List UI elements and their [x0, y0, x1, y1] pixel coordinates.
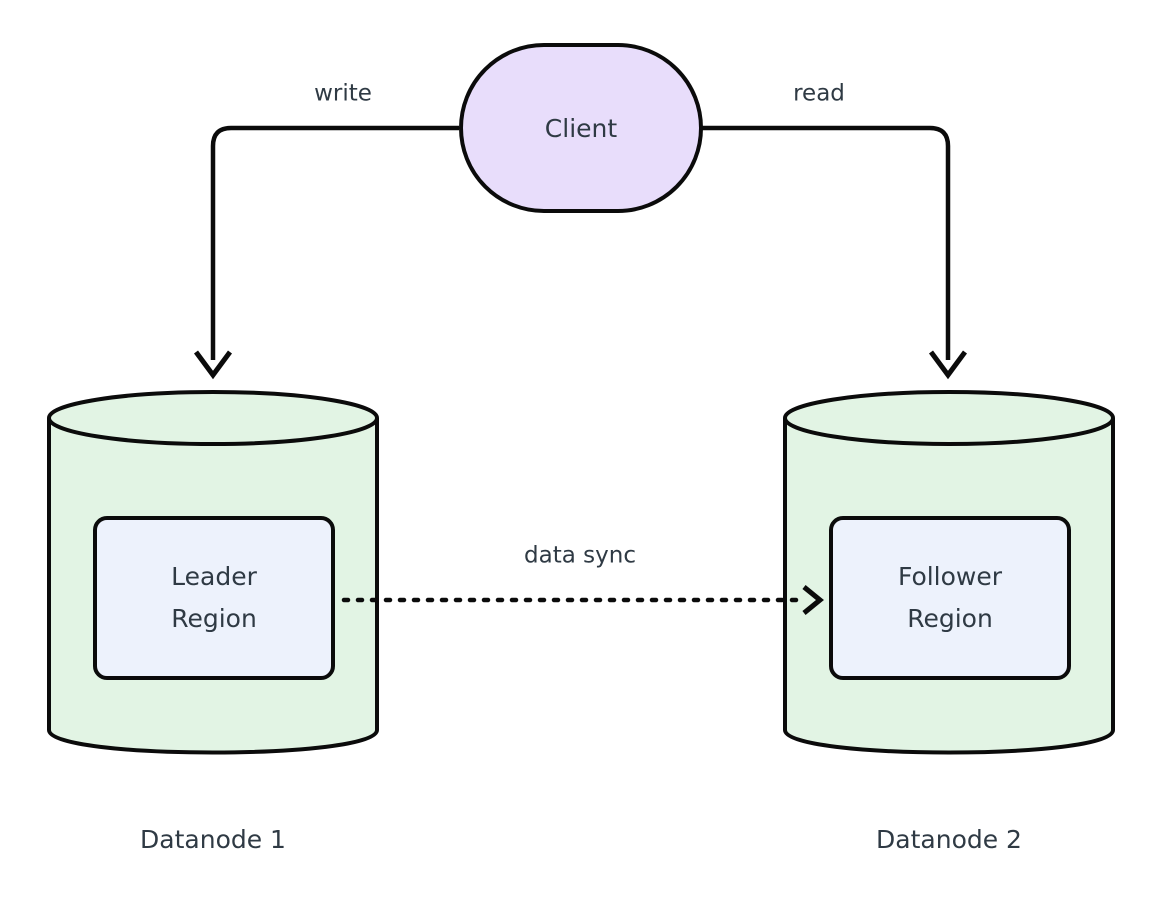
- edge-write-path: [210, 125, 459, 360]
- follower-region-label-line1: Follower: [898, 562, 1003, 591]
- edge-write-arrowhead: [193, 350, 233, 380]
- follower-region-shape: [829, 516, 1071, 680]
- leader-region-shape: [93, 516, 335, 680]
- edge-data-sync-label: data sync: [524, 543, 636, 569]
- edge-read-arrowhead: [928, 350, 968, 380]
- node-datanode2[interactable]: Follower Region Datanode 2: [783, 390, 1115, 854]
- leader-region-label-line2: Region: [171, 604, 257, 633]
- leader-region-label-line1: Leader: [171, 562, 257, 591]
- datanode1-cylinder-top: [47, 390, 379, 446]
- datanode2-cylinder-top: [783, 390, 1115, 446]
- datanode1-cylinder-body-outline: [47, 418, 379, 755]
- follower-region-label-line2: Region: [907, 604, 993, 633]
- datanode2-cylinder-body-outline: [783, 418, 1115, 755]
- datanode1-caption: Datanode 1: [140, 825, 286, 854]
- edge-data-sync-arrowhead: [802, 585, 824, 615]
- edge-write: write: [193, 81, 459, 380]
- datanode2-caption: Datanode 2: [876, 825, 1022, 854]
- edge-read-label: read: [793, 81, 845, 107]
- leader-region-box[interactable]: Leader Region: [93, 516, 335, 680]
- node-client[interactable]: Client: [459, 43, 703, 213]
- edge-data-sync: data sync: [341, 543, 824, 615]
- edge-read: read: [702, 81, 968, 380]
- edge-read-path: [702, 125, 951, 360]
- client-shape: [459, 43, 703, 213]
- edge-write-label: write: [314, 81, 372, 107]
- follower-region-box[interactable]: Follower Region: [829, 516, 1071, 680]
- client-label: Client: [545, 114, 618, 143]
- node-datanode1[interactable]: Leader Region Datanode 1: [47, 390, 379, 854]
